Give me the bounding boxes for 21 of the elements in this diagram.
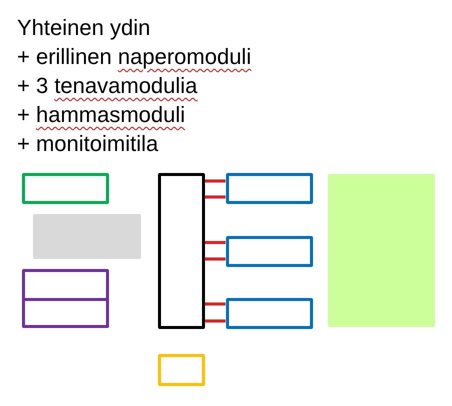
shaded-block <box>33 214 141 259</box>
connector-line <box>204 258 226 260</box>
tall-outlined-box <box>158 173 204 328</box>
outlined-box <box>22 269 108 301</box>
outlined-box <box>22 173 108 204</box>
outlined-box <box>226 298 313 328</box>
shaded-block <box>328 174 435 327</box>
outlined-box <box>226 236 313 266</box>
connector-line <box>204 241 226 244</box>
list-item: + hammasmoduli <box>17 101 186 129</box>
outlined-box <box>22 301 108 328</box>
connector-line <box>204 196 226 198</box>
connector-line <box>204 180 226 182</box>
connector-line <box>204 302 226 306</box>
list-heading: Yhteinen ydin <box>17 14 150 42</box>
list-item: + monitoimitila <box>17 130 158 158</box>
outlined-box <box>158 354 204 386</box>
outlined-box <box>226 173 313 204</box>
list-item: + erillinen naperomoduli <box>17 43 252 71</box>
list-item: + 3 tenavamodulia <box>17 72 198 100</box>
connector-line <box>204 320 226 322</box>
